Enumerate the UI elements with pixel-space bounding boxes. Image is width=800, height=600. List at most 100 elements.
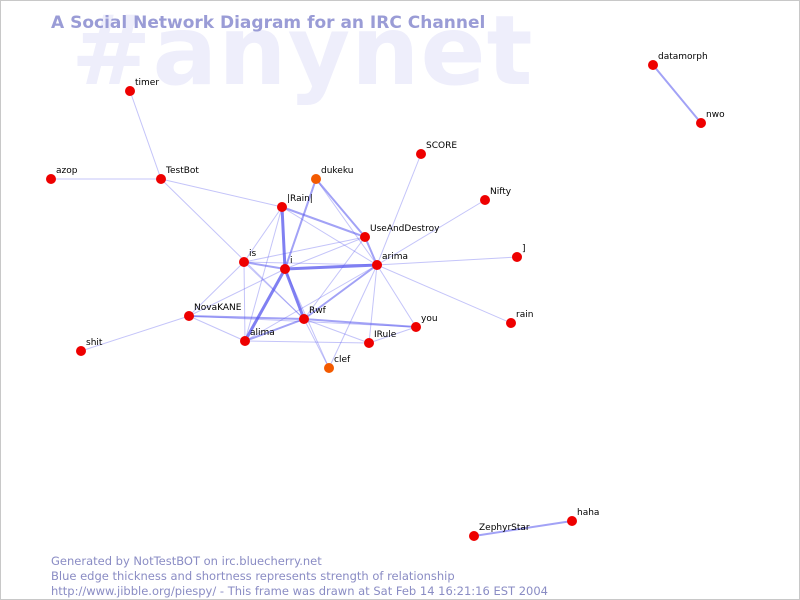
node-dot-clef — [324, 363, 334, 373]
edge-dukeku-i — [284, 178, 317, 270]
node-label-azop: azop — [56, 166, 78, 176]
node-clef: clef — [324, 355, 351, 373]
edge-Rain-i — [280, 205, 287, 271]
edge-NovaKANE-Rwf — [188, 315, 305, 320]
edge-TestBot-Rwf — [160, 178, 305, 320]
node-shit: shit — [76, 338, 103, 356]
edge-SCORE-arima — [376, 153, 422, 266]
node-label-TestBot: TestBot — [165, 166, 199, 176]
node-is: is — [239, 249, 257, 267]
edge-i-arima — [283, 263, 379, 271]
edge-Rwf-IRule — [303, 318, 370, 344]
edge-i-alima — [243, 267, 287, 343]
edge-shit-NovaKANE — [80, 315, 190, 352]
node-arima: arima — [372, 252, 408, 270]
node-dot-azop — [46, 174, 56, 184]
node-label-timer: timer — [135, 78, 159, 88]
edge-arima-you — [376, 264, 417, 328]
footer-url-line: http://www.jibble.org/piespy/ - This fra… — [51, 584, 548, 598]
edge-arima-Rwf — [303, 264, 378, 320]
edge-NovaKANE-alima — [188, 315, 246, 342]
node-i: i — [280, 256, 293, 274]
edge-dukeku-UseAndDestroy — [315, 178, 366, 238]
node-label-dukeku: dukeku — [321, 166, 353, 176]
node-label-clef: clef — [334, 355, 351, 365]
node-dot-Nifty — [480, 195, 490, 205]
node-timer: timer — [125, 78, 159, 96]
node-dot-i — [280, 264, 290, 274]
node-TestBot: TestBot — [156, 166, 199, 184]
node-azop: azop — [46, 166, 78, 184]
node-label-alima: alima — [250, 328, 275, 338]
node-dot-TestBot — [156, 174, 166, 184]
diagram-title: A Social Network Diagram for an IRC Chan… — [51, 13, 486, 33]
edge-Rain-arima — [281, 206, 378, 266]
node-label-ZephyrStar: ZephyrStar — [479, 523, 530, 533]
node-label-rain: rain — [516, 310, 533, 320]
node-ZephyrStar: ZephyrStar — [469, 523, 530, 541]
edge-Rwf-you — [303, 318, 417, 328]
edge-arima-alima — [244, 264, 378, 342]
footer: Generated by NotTestBOT on irc.bluecherr… — [51, 554, 548, 599]
edge-is-NovaKANE — [188, 261, 245, 317]
node-dot-Rwf — [299, 314, 309, 324]
node-dot-datamorph — [648, 60, 658, 70]
edge-Rain-alima — [244, 206, 283, 342]
node-SCORE: SCORE — [416, 141, 457, 159]
node-label-you: you — [421, 314, 438, 324]
node-haha: haha — [567, 508, 599, 526]
edge-datamorph-nwo — [652, 64, 702, 124]
footer-legend-line: Blue edge thickness and shortness repres… — [51, 569, 455, 583]
edge-timer-TestBot — [129, 90, 162, 180]
node-Nifty: Nifty — [480, 187, 512, 205]
channel-watermark: #anynet — [71, 0, 534, 107]
node-dot-alima — [240, 336, 250, 346]
edge-is-i — [243, 261, 286, 270]
node-label-Rwf: Rwf — [309, 306, 327, 316]
node-label-datamorph: datamorph — [658, 52, 708, 62]
node-dot-nwo — [696, 118, 706, 128]
node-IRule: IRule — [364, 330, 397, 348]
edge-UseAndDestroy-Rwf — [303, 236, 366, 320]
edge-Rain-UseAndDestroy — [281, 206, 366, 238]
node-dot-rain — [506, 318, 516, 328]
edge-arima-IRule — [368, 264, 378, 344]
node-label-Nifty: Nifty — [490, 187, 512, 197]
edge-i-Rwf — [283, 267, 306, 321]
footer-generated-line: Generated by NotTestBOT on irc.bluecherr… — [51, 554, 322, 568]
edge-IRule-you — [368, 326, 417, 344]
node-dot-arima — [372, 260, 382, 270]
node-label-shit: shit — [86, 338, 103, 348]
node-dot-haha — [567, 516, 577, 526]
edges-layer — [50, 64, 702, 537]
edge-dukeku-arima — [315, 178, 378, 266]
node-dukeku: dukeku — [311, 166, 353, 184]
node-dot-UseAndDestroy — [360, 232, 370, 242]
node-label-arima: arima — [382, 252, 408, 262]
node-label-i: i — [290, 256, 293, 266]
edge-UseAndDestroy-is — [243, 236, 366, 263]
node-label-haha: haha — [577, 508, 599, 518]
edge-ZephyrStar-haha — [473, 520, 573, 537]
node-dot-you — [411, 322, 421, 332]
edge-TestBot-Rain — [160, 178, 283, 208]
node-dot-IRule — [364, 338, 374, 348]
node-dot-timer — [125, 86, 135, 96]
node-label-is: is — [249, 249, 257, 259]
node-dot-dukeku — [311, 174, 321, 184]
edge-Rwf-alima — [244, 318, 305, 342]
node-label-NovaKANE: NovaKANE — [194, 303, 242, 313]
node-bracket: ] — [512, 244, 526, 262]
node-label-nwo: nwo — [706, 110, 725, 120]
edge-UseAndDestroy-arima — [364, 236, 378, 266]
node-label-UseAndDestroy: UseAndDestroy — [370, 224, 440, 234]
node-nwo: nwo — [696, 110, 725, 128]
edge-UseAndDestroy-i — [284, 236, 366, 270]
node-dot-bracket — [512, 252, 522, 262]
edge-arima-clef — [328, 264, 378, 369]
node-you: you — [411, 314, 438, 332]
edge-Rwf-clef — [303, 318, 330, 369]
node-dot-NovaKANE — [184, 311, 194, 321]
